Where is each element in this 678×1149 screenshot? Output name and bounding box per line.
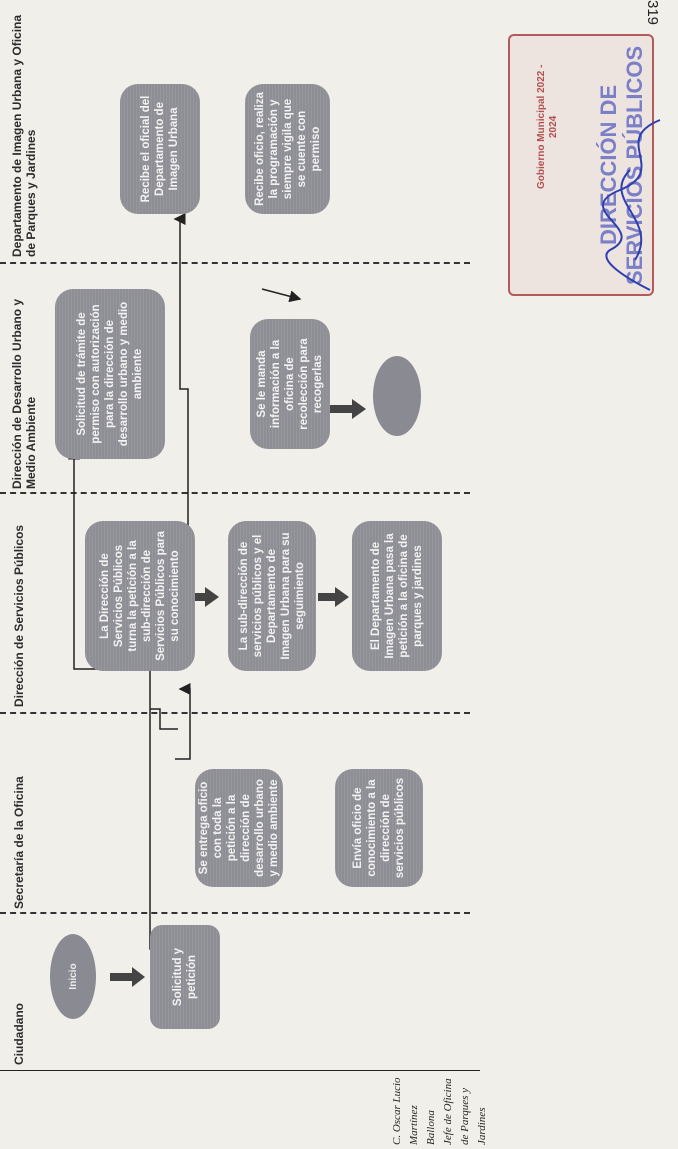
node-imagen-recibe: Recibe el oficial del Departamento de Im… <box>120 84 200 214</box>
node-servicios-subdireccion: La sub-dirección de servicios públicos y… <box>228 521 316 671</box>
node-servicios-direccion: La Dirección de Servicios Públicos turna… <box>85 521 195 671</box>
swimlane-diagram: C. Oscar Lucio Martínez Ballona Jefe de … <box>0 15 488 1145</box>
node-secretaria-envia: Envía oficio de conocimiento a la direcc… <box>335 769 423 887</box>
node-secretaria-entrega: Se entrega oficio con toda la petición a… <box>195 769 283 887</box>
page-number: 319 <box>644 0 662 26</box>
official-stamp <box>508 34 654 296</box>
node-servicios-departamento: El Departamento de Imagen Urbana pasa la… <box>352 521 442 671</box>
node-solicitud: Solicitud y petición <box>150 925 220 1029</box>
node-imagen-realiza: Recibe oficio, realiza la programación y… <box>245 84 330 214</box>
stamp-subtitle: Gobierno Municipal 2022 - 2024 <box>536 64 559 190</box>
node-desarrollo-informa: Se le manda información a la oficina de … <box>250 319 330 449</box>
node-desarrollo-solicitud: Solicitud de trámite de permiso con auto… <box>55 289 165 459</box>
node-fin <box>373 356 421 436</box>
node-inicio: Inicio <box>50 934 96 1019</box>
signature-scribble <box>602 119 661 291</box>
